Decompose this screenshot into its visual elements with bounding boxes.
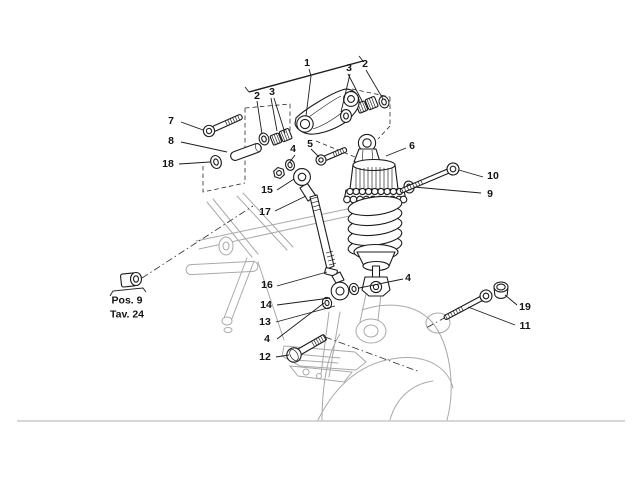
reference-note-line2: Tav. 24: [109, 308, 145, 320]
callout-2-left: 2: [254, 90, 260, 102]
callout-14: 14: [260, 299, 272, 311]
callout-19: 19: [519, 301, 531, 313]
bolt: [202, 114, 243, 138]
callout-3-right: 3: [346, 62, 352, 74]
reference-note-line1: Pos. 9: [111, 294, 143, 307]
callout-5: 5: [307, 138, 313, 150]
reference-note: Pos. 9 Tav. 24: [110, 294, 144, 321]
callout-4-top: 4: [290, 143, 296, 155]
callout-11: 11: [519, 320, 531, 332]
washer: [348, 282, 360, 296]
bolt: [443, 289, 493, 320]
callout-4-left: 4: [264, 333, 270, 345]
callout-bracket-1: [244, 55, 364, 117]
reference-bushing: [109, 271, 147, 297]
callout-3-left: 3: [269, 86, 275, 98]
cap-plug: [493, 281, 509, 299]
shock-absorber: [343, 133, 408, 297]
callout-15: 15: [261, 184, 273, 196]
callout-2-right: 2: [362, 58, 368, 70]
callout-4-right: 4: [405, 272, 411, 284]
note-bracket: [109, 287, 147, 297]
tie-rod-assembly: [293, 168, 350, 301]
rocker-arm: [294, 88, 360, 135]
washer: [210, 154, 222, 170]
frame-ghost: [185, 192, 454, 421]
callout-9: 9: [487, 188, 493, 200]
callout-8: 8: [168, 135, 174, 147]
hex-nut: [273, 166, 285, 180]
bolt: [315, 147, 348, 166]
washer: [378, 95, 390, 109]
bolt: [399, 162, 460, 194]
leader-lines: [178, 69, 518, 358]
callout-13: 13: [259, 316, 271, 328]
callout-1: 1: [304, 57, 310, 69]
needle-bushing: [269, 128, 293, 146]
washer: [284, 159, 296, 171]
callout-16: 16: [261, 279, 273, 291]
callout-10: 10: [487, 170, 499, 182]
needle-bushing: [355, 96, 379, 114]
callout-7: 7: [168, 115, 174, 127]
bolt: [286, 334, 327, 363]
callout-17: 17: [259, 206, 271, 218]
callout-12: 12: [259, 351, 271, 363]
callout-6: 6: [409, 140, 415, 152]
washer: [258, 132, 270, 146]
spacer-sleeve: [230, 143, 262, 161]
callout-18: 18: [162, 158, 174, 170]
